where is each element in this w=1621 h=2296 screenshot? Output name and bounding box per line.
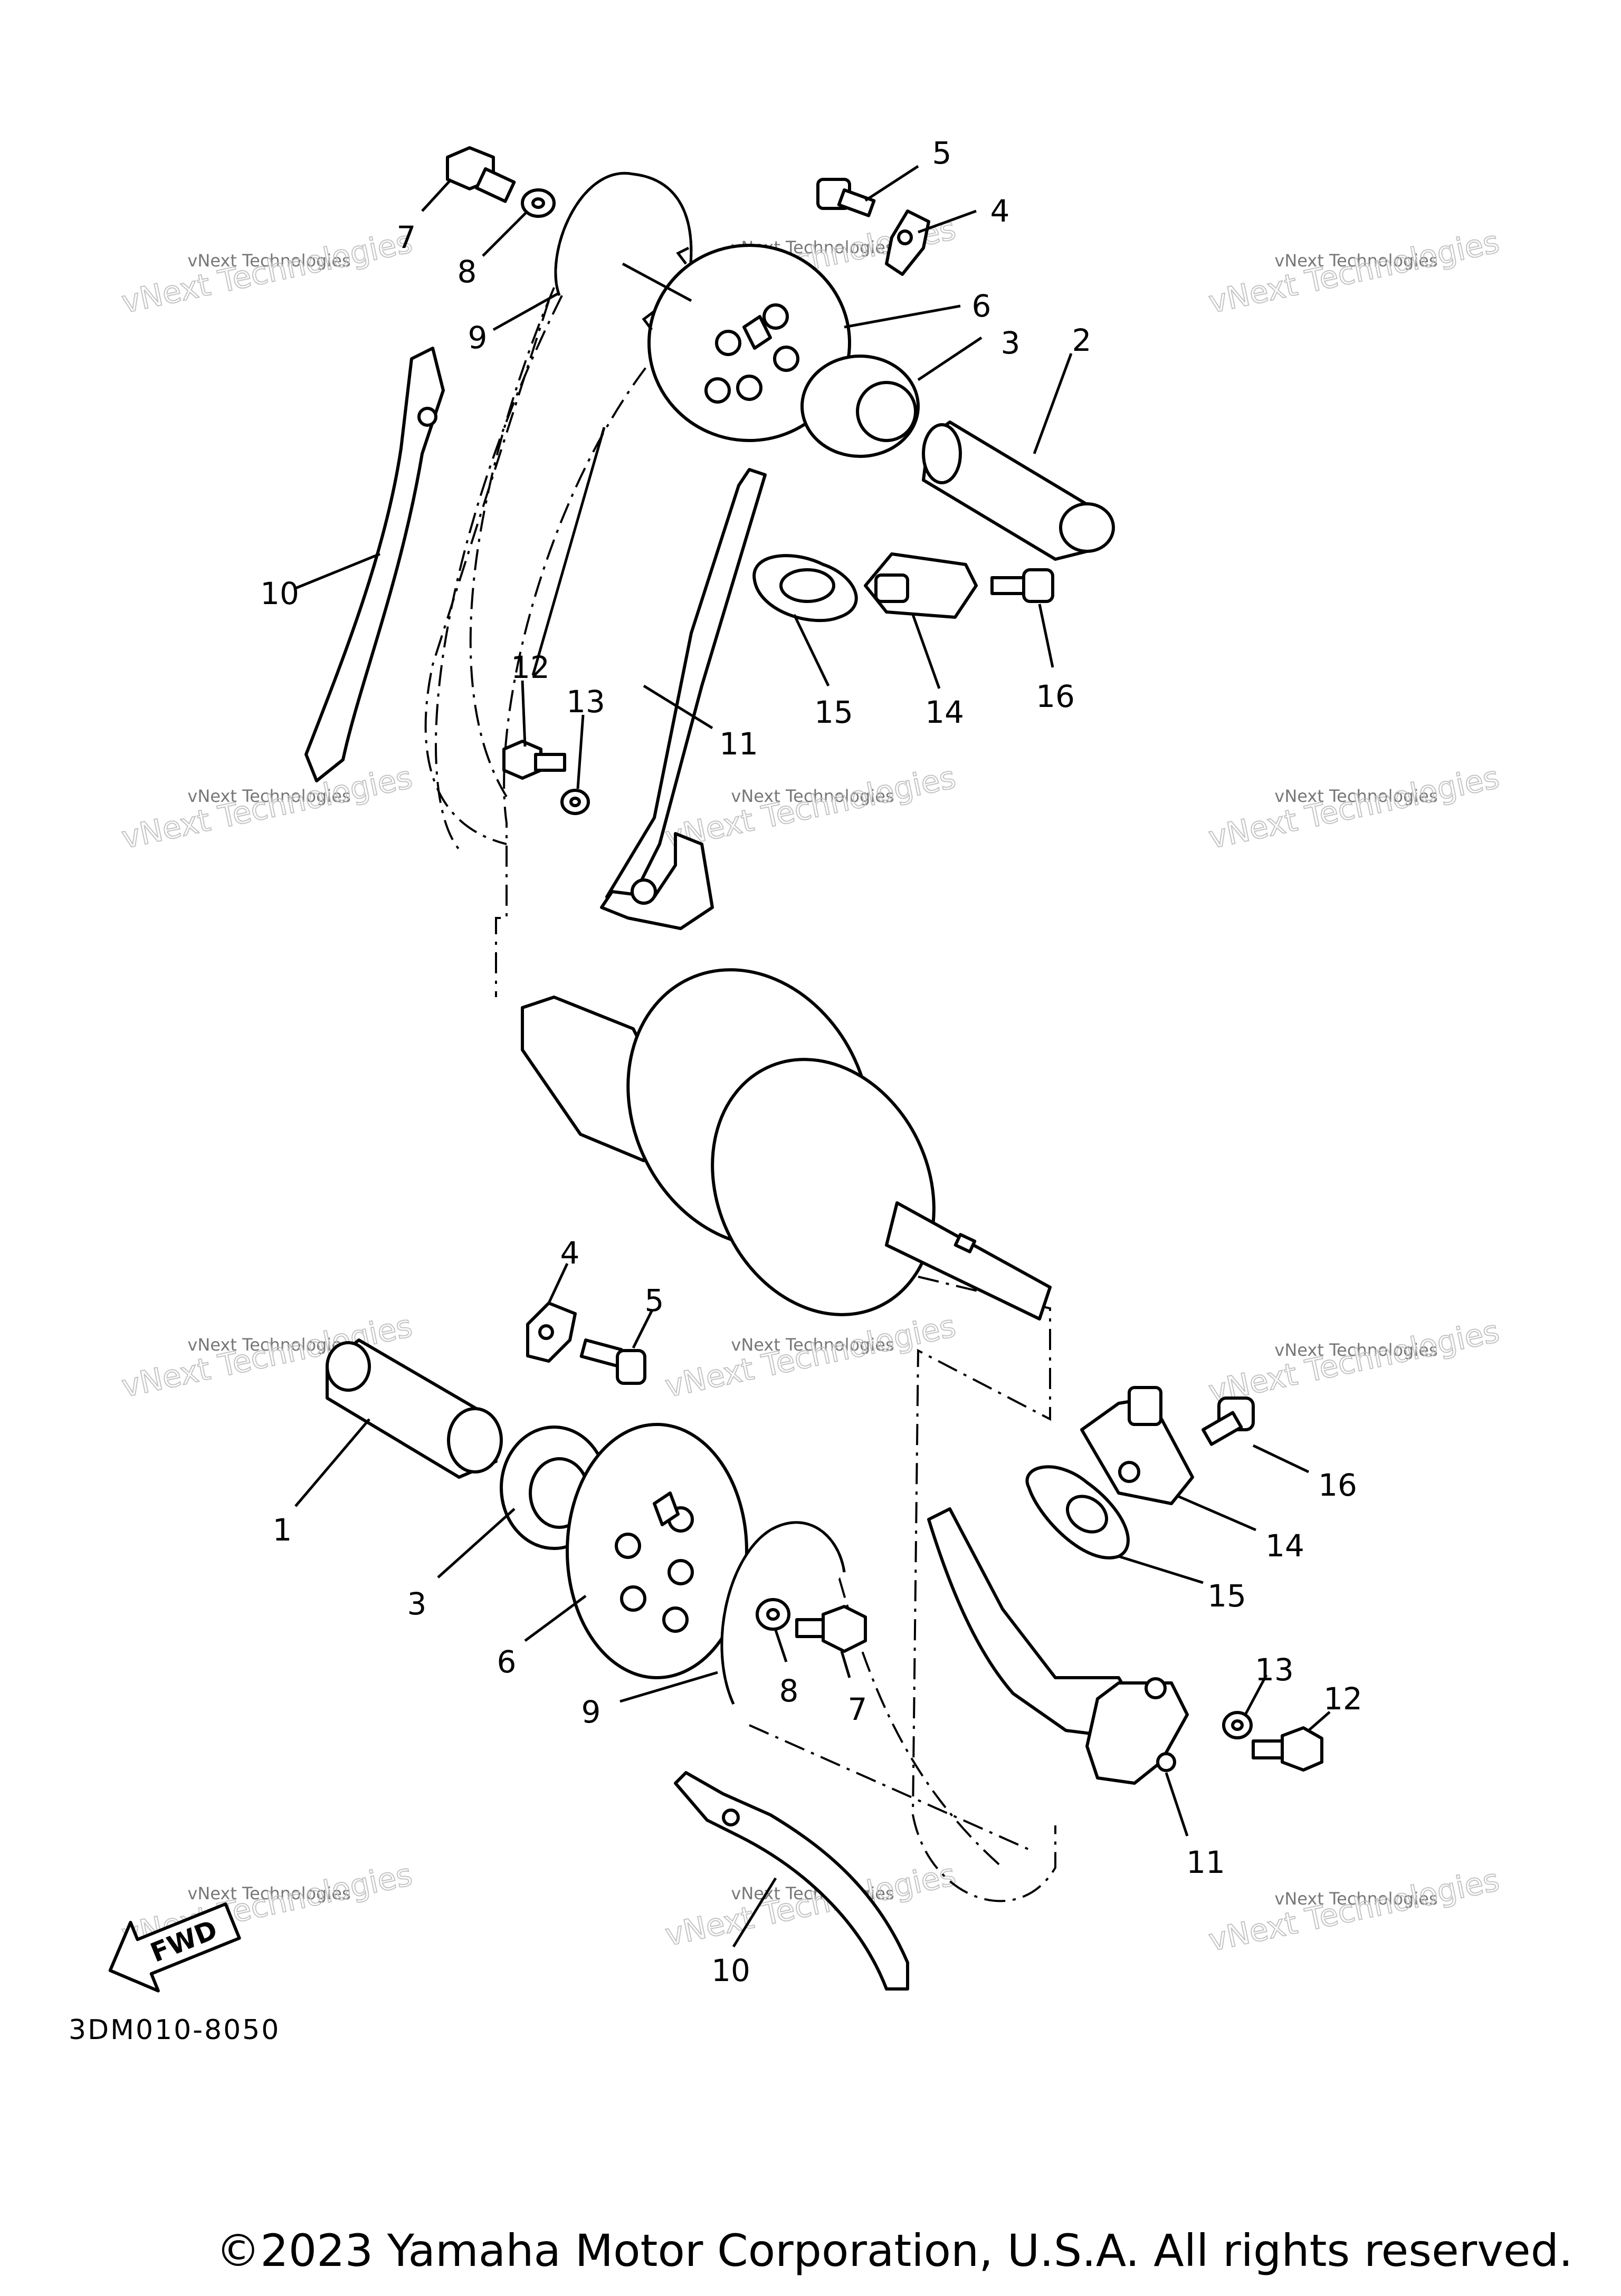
part-8-washer-lower xyxy=(756,1598,790,1631)
svg-text:vNext Technologies: vNext Technologies xyxy=(1206,1313,1502,1410)
callout: 16 xyxy=(1318,1467,1357,1503)
svg-text:vNext Technologies: vNext Technologies xyxy=(1274,1340,1437,1360)
part-15-gasket-upper xyxy=(752,554,858,623)
crankshaft xyxy=(521,968,1052,1321)
part-12-bolt-upper xyxy=(502,740,566,780)
callout: 10 xyxy=(711,1953,750,1988)
watermark: vNext Technologies vNext Technologies xyxy=(1205,1313,1503,1410)
part-16-bolt-upper xyxy=(990,568,1054,603)
watermark: vNext Technologies vNext Technologies xyxy=(118,223,416,321)
part-10-chain-guide-lower xyxy=(674,1771,909,1991)
callout: 12 xyxy=(1323,1681,1362,1717)
callout: 12 xyxy=(511,649,550,685)
watermark: vNext Technologies vNext Technologies xyxy=(662,759,959,856)
callout: 15 xyxy=(814,694,853,730)
part-1-camshaft xyxy=(326,1338,503,1479)
svg-text:vNext Technologies: vNext Technologies xyxy=(731,786,894,806)
callout: 1 xyxy=(273,1512,292,1548)
part-10-chain-guide-upper xyxy=(304,347,445,782)
part-5-bolt-lower xyxy=(579,1338,646,1385)
part-6-cam-sprocket-lower xyxy=(566,1423,748,1679)
callout: 3 xyxy=(407,1586,427,1622)
svg-text:vNext Technologies: vNext Technologies xyxy=(731,1335,894,1355)
svg-text:vNext Technologies: vNext Technologies xyxy=(1274,1889,1437,1909)
callout: 16 xyxy=(1036,678,1075,714)
part-14-tensioner-lower xyxy=(1080,1386,1194,1505)
callout: 4 xyxy=(990,193,1010,229)
svg-text:vNext Technologies: vNext Technologies xyxy=(187,786,350,806)
callout: 15 xyxy=(1207,1578,1246,1614)
part-14-tensioner-upper xyxy=(864,552,978,619)
watermark: vNext Technologies vNext Technologies xyxy=(118,759,416,856)
svg-text:vNext Technologies: vNext Technologies xyxy=(187,251,350,271)
callout: 3 xyxy=(1001,325,1021,361)
callouts: 7 8 9 10 5 4 6 3 2 12 13 11 15 14 16 4 5… xyxy=(260,135,1362,1988)
diagram-code: 3DM010-8050 xyxy=(69,2014,280,2046)
callout: 14 xyxy=(925,694,964,730)
callout: 7 xyxy=(848,1691,867,1727)
callout: 6 xyxy=(972,288,991,324)
svg-text:vNext Technologies: vNext Technologies xyxy=(1206,224,1502,320)
svg-text:vNext Technologies: vNext Technologies xyxy=(187,1883,350,1903)
copyright-text: ©2023 Yamaha Motor Corporation, U.S.A. A… xyxy=(216,2225,1572,2276)
part-4-lock-plate-upper xyxy=(885,209,930,276)
callout: 6 xyxy=(497,1644,517,1680)
fwd-arrow-icon: FWD xyxy=(108,1902,241,1993)
svg-text:vNext Technologies: vNext Technologies xyxy=(662,759,959,856)
callout: 4 xyxy=(560,1235,580,1271)
callout: 5 xyxy=(645,1283,664,1318)
part-16-bolt-lower xyxy=(1202,1396,1255,1446)
part-3-spacer-upper xyxy=(800,355,920,458)
watermark: vNext Technologies vNext Technologies xyxy=(1205,759,1503,856)
callout: 11 xyxy=(1186,1844,1225,1880)
callout: 13 xyxy=(566,684,605,720)
watermark: vNext Technologies vNext Technologies xyxy=(1205,1861,1503,1959)
svg-text:vNext Technologies: vNext Technologies xyxy=(1206,759,1502,856)
svg-text:vNext Technologies: vNext Technologies xyxy=(119,759,415,856)
callout: 9 xyxy=(581,1694,601,1730)
part-6-cam-sprocket-upper xyxy=(642,244,851,442)
callout: 10 xyxy=(260,576,299,611)
svg-text:vNext Technologies: vNext Technologies xyxy=(1274,786,1437,806)
part-11-tensioner-guide-lower xyxy=(927,1507,1189,1785)
part-7-bolt-lower xyxy=(795,1605,867,1653)
part-4-lock-plate-lower xyxy=(526,1302,577,1363)
part-8-washer-upper xyxy=(521,188,556,218)
part-5-bolt-upper xyxy=(816,178,876,217)
callout: 8 xyxy=(779,1673,799,1709)
svg-text:vNext Technologies: vNext Technologies xyxy=(1274,251,1437,271)
watermark: vNext Technologies vNext Technologies xyxy=(662,1307,959,1405)
part-2-camshaft xyxy=(922,420,1115,561)
part-9-cam-chain-upper xyxy=(554,171,693,296)
callout: 9 xyxy=(468,320,488,356)
part-15-gasket-lower xyxy=(1025,1465,1130,1560)
leader-lines xyxy=(294,165,1331,1948)
part-13-washer-upper xyxy=(560,789,590,815)
svg-text:vNext Technologies: vNext Technologies xyxy=(1206,1862,1502,1958)
callout: 13 xyxy=(1255,1652,1294,1688)
svg-text:vNext Technologies: vNext Technologies xyxy=(119,224,415,320)
callout: 2 xyxy=(1072,322,1092,358)
callout: 7 xyxy=(397,219,416,255)
callout: 14 xyxy=(1265,1528,1304,1564)
callout: 11 xyxy=(719,726,758,762)
svg-text:vNext Technologies: vNext Technologies xyxy=(662,1308,959,1404)
callout: 5 xyxy=(932,135,952,171)
svg-text:vNext Technologies: vNext Technologies xyxy=(187,1335,350,1355)
watermark: vNext Technologies vNext Technologies xyxy=(1205,223,1503,321)
guide-lines xyxy=(424,287,1056,1902)
part-13-washer-lower xyxy=(1222,1711,1253,1739)
part-11-tensioner-guide-upper xyxy=(600,468,767,930)
part-7-bolt-upper xyxy=(446,146,516,203)
callout: 8 xyxy=(457,254,477,290)
part-12-bolt-lower xyxy=(1252,1726,1323,1772)
